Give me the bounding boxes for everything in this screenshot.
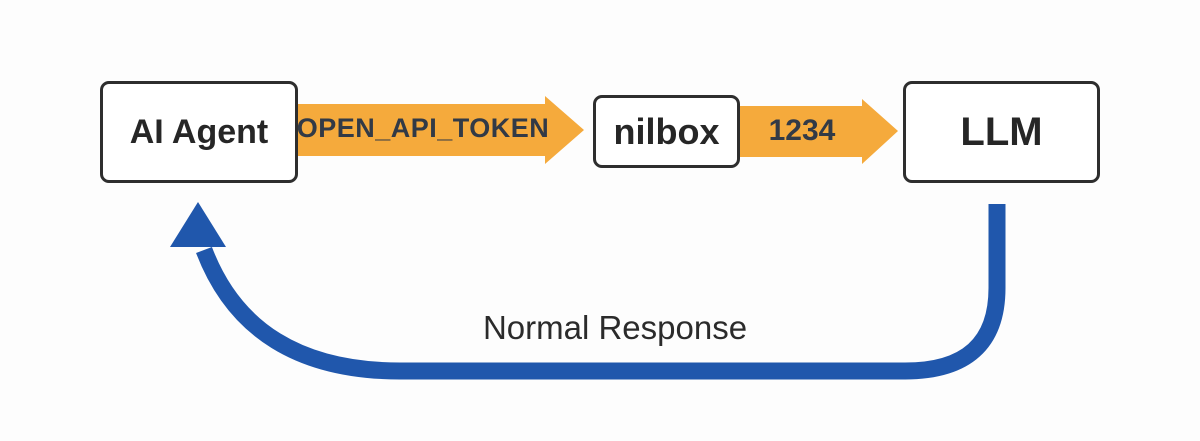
node-llm-label: LLM (960, 109, 1043, 154)
open-api-token-text: OPEN_API_TOKEN (296, 113, 550, 143)
node-ai-agent: AI Agent (100, 81, 298, 183)
edge-label-open-api-token: OPEN_API_TOKEN (296, 102, 550, 155)
edge-label-normal-response: Normal Response (430, 308, 800, 348)
token-arrow-icon (298, 96, 584, 164)
response-arrow-curve (196, 204, 1006, 380)
code-arrow-icon (740, 99, 898, 164)
response-arrowhead-icon (170, 202, 226, 247)
code-1234-text: 1234 (768, 113, 836, 147)
node-llm: LLM (903, 81, 1100, 183)
edge-label-1234: 1234 (740, 104, 864, 157)
node-nilbox-label: nilbox (613, 110, 720, 152)
node-nilbox: nilbox (593, 95, 740, 168)
node-ai-agent-label: AI Agent (129, 112, 269, 151)
normal-response-text: Normal Response (482, 309, 748, 346)
